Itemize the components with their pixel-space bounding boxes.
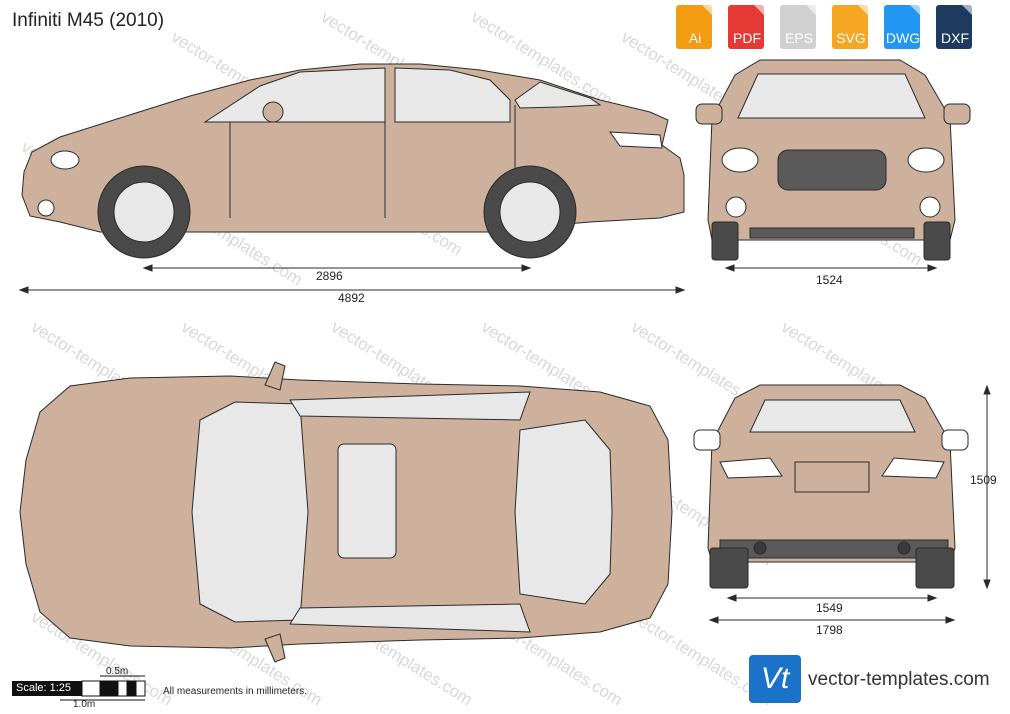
arrow-head <box>726 594 737 602</box>
scale-bar <box>60 675 146 701</box>
rear-left-exhaust <box>753 541 767 555</box>
arrow-head <box>18 286 29 294</box>
side-rear-window <box>394 67 511 123</box>
scale-segment <box>117 680 128 697</box>
front-left-headlight <box>721 147 759 173</box>
arrow-head <box>521 264 532 272</box>
front-right-foglight <box>919 196 941 218</box>
top-right-mirror <box>264 633 286 663</box>
top-view <box>19 361 673 663</box>
side-front-window <box>203 67 386 123</box>
width-label: 1798 <box>816 623 843 637</box>
rear-right-mirror <box>941 429 969 451</box>
format-label: DXF <box>941 30 969 46</box>
front-right-mirror <box>943 103 971 125</box>
front-view <box>695 59 971 261</box>
rear-track-label: 1549 <box>816 601 843 615</box>
rear-right-exhaust <box>897 541 911 555</box>
format-icons: Ai PDF EPS SVG DWG DXF <box>672 5 978 49</box>
front-right-headlight <box>907 147 945 173</box>
rear-right-taillight <box>881 457 945 479</box>
side-foglight <box>37 199 55 217</box>
height-label: 1509 <box>970 473 997 487</box>
arrow-head <box>142 264 153 272</box>
wheelbase-label: 2896 <box>316 269 343 283</box>
front-windshield <box>737 73 926 119</box>
arrow-head <box>983 384 991 395</box>
arrow-head <box>945 616 956 624</box>
scale-half-label: 0.5m <box>106 666 129 677</box>
dimension-lines <box>18 264 991 624</box>
scale-segment <box>81 680 101 697</box>
rear-view <box>693 384 969 589</box>
scale-segment <box>99 680 119 697</box>
rear-left-mirror <box>693 429 721 451</box>
format-label: EPS <box>784 30 813 46</box>
front-left-foglight <box>725 196 747 218</box>
side-headlight <box>50 150 80 170</box>
eps-file-icon[interactable]: EPS <box>776 5 822 49</box>
top-left-side-glass <box>289 391 531 421</box>
front-left-tire <box>711 221 739 261</box>
rear-left-taillight <box>719 457 783 479</box>
front-right-tire <box>923 221 951 261</box>
format-label: Ai <box>688 30 702 46</box>
top-right-side-glass <box>289 603 531 633</box>
pdf-file-icon[interactable]: PDF <box>724 5 770 49</box>
rear-right-tire <box>915 547 955 589</box>
format-label: SVG <box>836 30 866 46</box>
rear-window <box>749 399 916 433</box>
brand-link[interactable]: vector-templates.com <box>808 669 990 690</box>
scale-segment <box>135 680 146 697</box>
side-taillight <box>608 131 663 149</box>
arrow-head <box>927 264 938 272</box>
measurement-note: All measurements in millimeters. <box>163 686 307 697</box>
vt-logo-icon[interactable]: Vt <box>749 655 801 703</box>
length-label: 4892 <box>338 291 365 305</box>
arrow-head <box>724 264 735 272</box>
front-track-label: 1524 <box>816 273 843 287</box>
top-left-mirror <box>264 361 286 391</box>
arrow-head <box>927 594 938 602</box>
top-sunroof <box>337 443 397 559</box>
rear-rim <box>499 181 561 243</box>
front-lower-intake <box>749 227 915 239</box>
front-grille <box>777 149 887 191</box>
top-rear-window <box>514 419 613 605</box>
scale-segment <box>126 680 137 697</box>
svg-file-icon[interactable]: SVG <box>828 5 874 49</box>
front-left-mirror <box>695 103 723 125</box>
ai-file-icon[interactable]: Ai <box>672 5 718 49</box>
rear-left-tire <box>709 547 749 589</box>
top-windshield <box>191 401 309 623</box>
side-mirror <box>262 101 284 123</box>
scale-label: Scale: 1:25 <box>12 681 82 696</box>
side-view <box>21 63 685 259</box>
arrow-head <box>983 579 991 590</box>
dwg-file-icon[interactable]: DWG <box>880 5 926 49</box>
format-label: DWG <box>885 30 921 46</box>
scale-one-label: 1.0m <box>73 699 96 710</box>
dxf-file-icon[interactable]: DXF <box>932 5 978 49</box>
format-label: PDF <box>733 30 761 46</box>
arrow-head <box>675 286 686 294</box>
front-rim <box>113 181 175 243</box>
arrow-head <box>708 616 719 624</box>
page-title: Infiniti M45 (2010) <box>12 10 165 31</box>
side-quarter-window <box>514 81 602 109</box>
rear-plate-area <box>794 461 870 493</box>
